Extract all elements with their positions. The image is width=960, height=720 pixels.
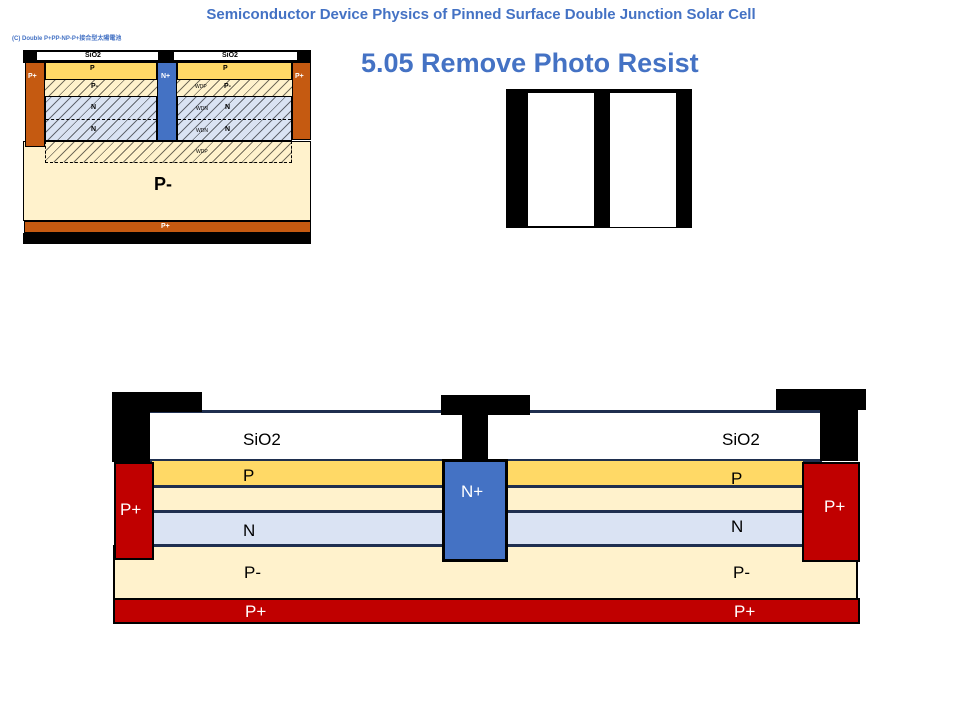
n-layer-right xyxy=(507,513,803,547)
left-metal-contact xyxy=(112,392,150,462)
label: P- xyxy=(224,83,231,90)
pminus-layer-left xyxy=(152,488,443,513)
pplus-right-region: P+ xyxy=(802,462,860,562)
thumb-depletion-region: WDP xyxy=(45,141,292,163)
thumbnail-caption: (C) Double P+PP-NP-P+接合型太陽電池 xyxy=(12,36,122,42)
label: N xyxy=(91,126,97,133)
pminus-right-label: P- xyxy=(733,563,750,582)
center-metal-contact xyxy=(462,395,488,461)
thumb-pplus-right: P+ xyxy=(292,62,311,140)
pminus-left-label: P- xyxy=(244,563,261,582)
sio2-left-label: SiO2 xyxy=(243,430,281,449)
label: P- xyxy=(154,174,172,194)
thumb-n-right: N WDN N WDN xyxy=(177,96,292,141)
sio2-left xyxy=(150,410,462,462)
label: SiO2 xyxy=(222,52,238,59)
metal-opening-right xyxy=(610,93,676,227)
label: WDP xyxy=(196,149,208,155)
label: N+ xyxy=(161,73,171,80)
right-metal-contact xyxy=(820,389,858,461)
thumb-bottom-pplus: P+ xyxy=(24,221,311,233)
nplus-region: N+ xyxy=(442,459,508,562)
label: SiO2 xyxy=(85,52,101,59)
p-right-label: P xyxy=(731,469,743,488)
thumb-pplus-left: P+ xyxy=(25,62,45,147)
metal-opening-left xyxy=(528,93,594,226)
p-layer-right xyxy=(507,461,803,488)
slide-title: Semiconductor Device Physics of Pinned S… xyxy=(206,6,756,23)
label: P+ xyxy=(295,73,304,80)
label: P+ xyxy=(161,223,170,230)
pplus-left-region: P+ xyxy=(114,462,154,560)
label: N xyxy=(225,104,231,111)
thumb-sio2-left: SiO2 xyxy=(36,51,159,61)
n-right-label: N xyxy=(731,517,744,536)
n-layer-left xyxy=(152,513,443,547)
label: P xyxy=(223,65,228,72)
thumb-pminus-left: P- xyxy=(45,80,157,96)
label: P+ xyxy=(28,73,37,80)
label: N xyxy=(225,126,231,133)
bottom-pplus-right-label: P+ xyxy=(734,602,756,621)
bottom-pplus-layer: P+ P+ xyxy=(113,598,860,624)
label: P- xyxy=(91,83,98,90)
label: WDP xyxy=(195,84,207,90)
pplus-right-label: P+ xyxy=(824,497,846,516)
p-left-label: P xyxy=(243,466,255,485)
step-title: 5.05 Remove Photo Resist xyxy=(361,48,699,78)
thumb-nplus: N+ xyxy=(157,62,177,141)
thumb-back-metal xyxy=(23,233,311,244)
label: WDN xyxy=(196,128,208,134)
sio2-right-label: SiO2 xyxy=(722,430,760,449)
sio2-right xyxy=(488,410,822,462)
bottom-pplus-left-label: P+ xyxy=(245,602,267,621)
pminus-layer-right xyxy=(507,488,803,513)
n-left-label: N xyxy=(243,521,256,540)
p-layer-left xyxy=(152,461,443,488)
thumb-sio2-right: SiO2 xyxy=(173,51,298,61)
nplus-label: N+ xyxy=(461,482,484,501)
thumb-p-left: P xyxy=(45,62,157,80)
label: P xyxy=(90,65,95,72)
label: N xyxy=(91,104,97,111)
label: WDN xyxy=(196,106,208,112)
thumb-p-right: P xyxy=(177,62,292,80)
thumb-pminus-right: P- WDP xyxy=(177,80,292,96)
pplus-left-label: P+ xyxy=(120,500,142,519)
